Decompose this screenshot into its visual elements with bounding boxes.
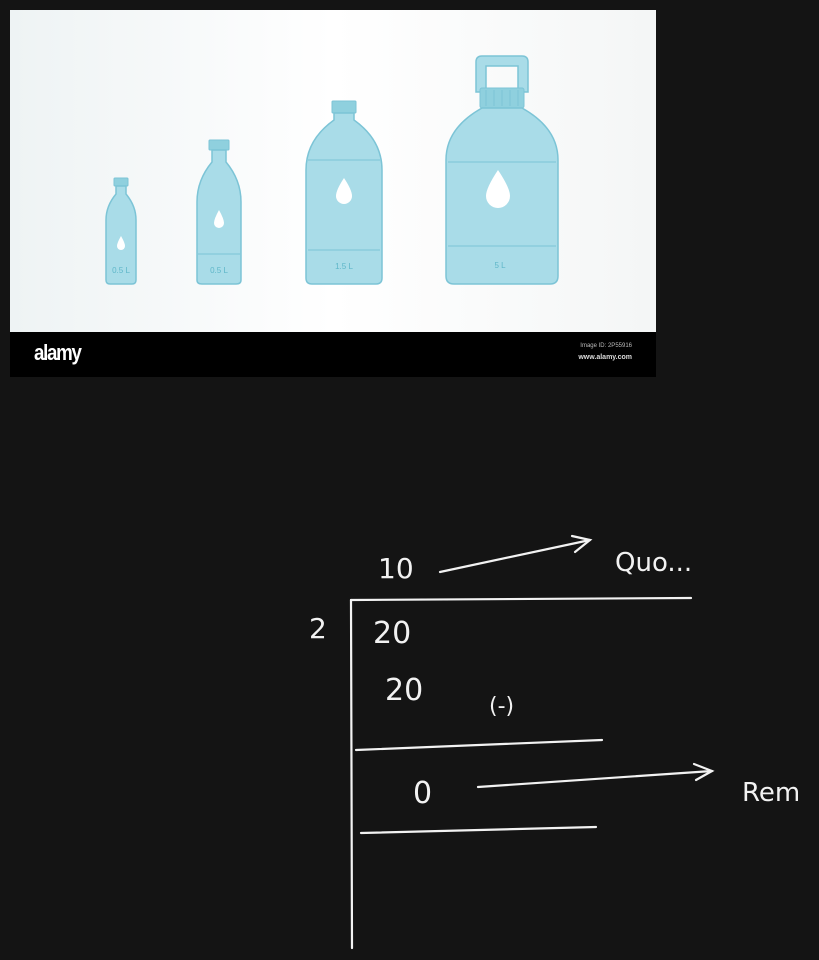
site-url-text: www.alamy.com — [578, 354, 632, 361]
image-id-text: Image ID: 2P55916 — [580, 343, 632, 349]
remainder-arrow — [476, 769, 714, 789]
bottle-label-2: 0.5 L — [210, 266, 228, 275]
water-drop-icon — [336, 178, 352, 204]
bottle-small: 0.5 L — [105, 177, 137, 285]
division-top-line — [349, 596, 693, 602]
divisor: 2 — [309, 612, 327, 645]
quotient-value: 10 — [378, 552, 414, 585]
remainder-underline — [359, 825, 598, 835]
arrow-head-icon — [570, 534, 593, 554]
water-drop-icon — [486, 170, 510, 208]
dividend: 20 — [373, 616, 411, 651]
water-drop-icon — [117, 236, 125, 250]
bottle-label-3: 1.5 L — [335, 262, 353, 271]
subtracted-value: 20 — [385, 673, 423, 708]
watermark-bar: alamy Image ID: 2P55916 www.alamy.com — [10, 332, 656, 377]
bottles-illustration: 0.5 L 0.5 L 1.5 L — [10, 10, 656, 332]
brand-logo: alamy — [34, 340, 82, 365]
quotient-arrow — [438, 538, 592, 574]
bottle-jug: 5 L — [445, 55, 559, 285]
stock-photo: 0.5 L 0.5 L 1.5 L — [10, 10, 656, 377]
bottle-medium: 0.5 L — [196, 139, 242, 285]
remainder-value: 0 — [413, 776, 432, 811]
minus-sign: (-) — [489, 694, 514, 719]
division-vertical-line — [349, 598, 354, 950]
bottle-label-4: 5 L — [494, 261, 506, 270]
bottle-label-1: 0.5 L — [112, 266, 130, 275]
quotient-label: Quo... — [615, 548, 692, 578]
water-drop-icon — [214, 210, 224, 228]
arrow-head-icon — [692, 762, 715, 782]
subtraction-line — [354, 738, 604, 752]
remainder-label: Rem — [742, 778, 800, 808]
bottle-large: 1.5 L — [305, 100, 383, 285]
